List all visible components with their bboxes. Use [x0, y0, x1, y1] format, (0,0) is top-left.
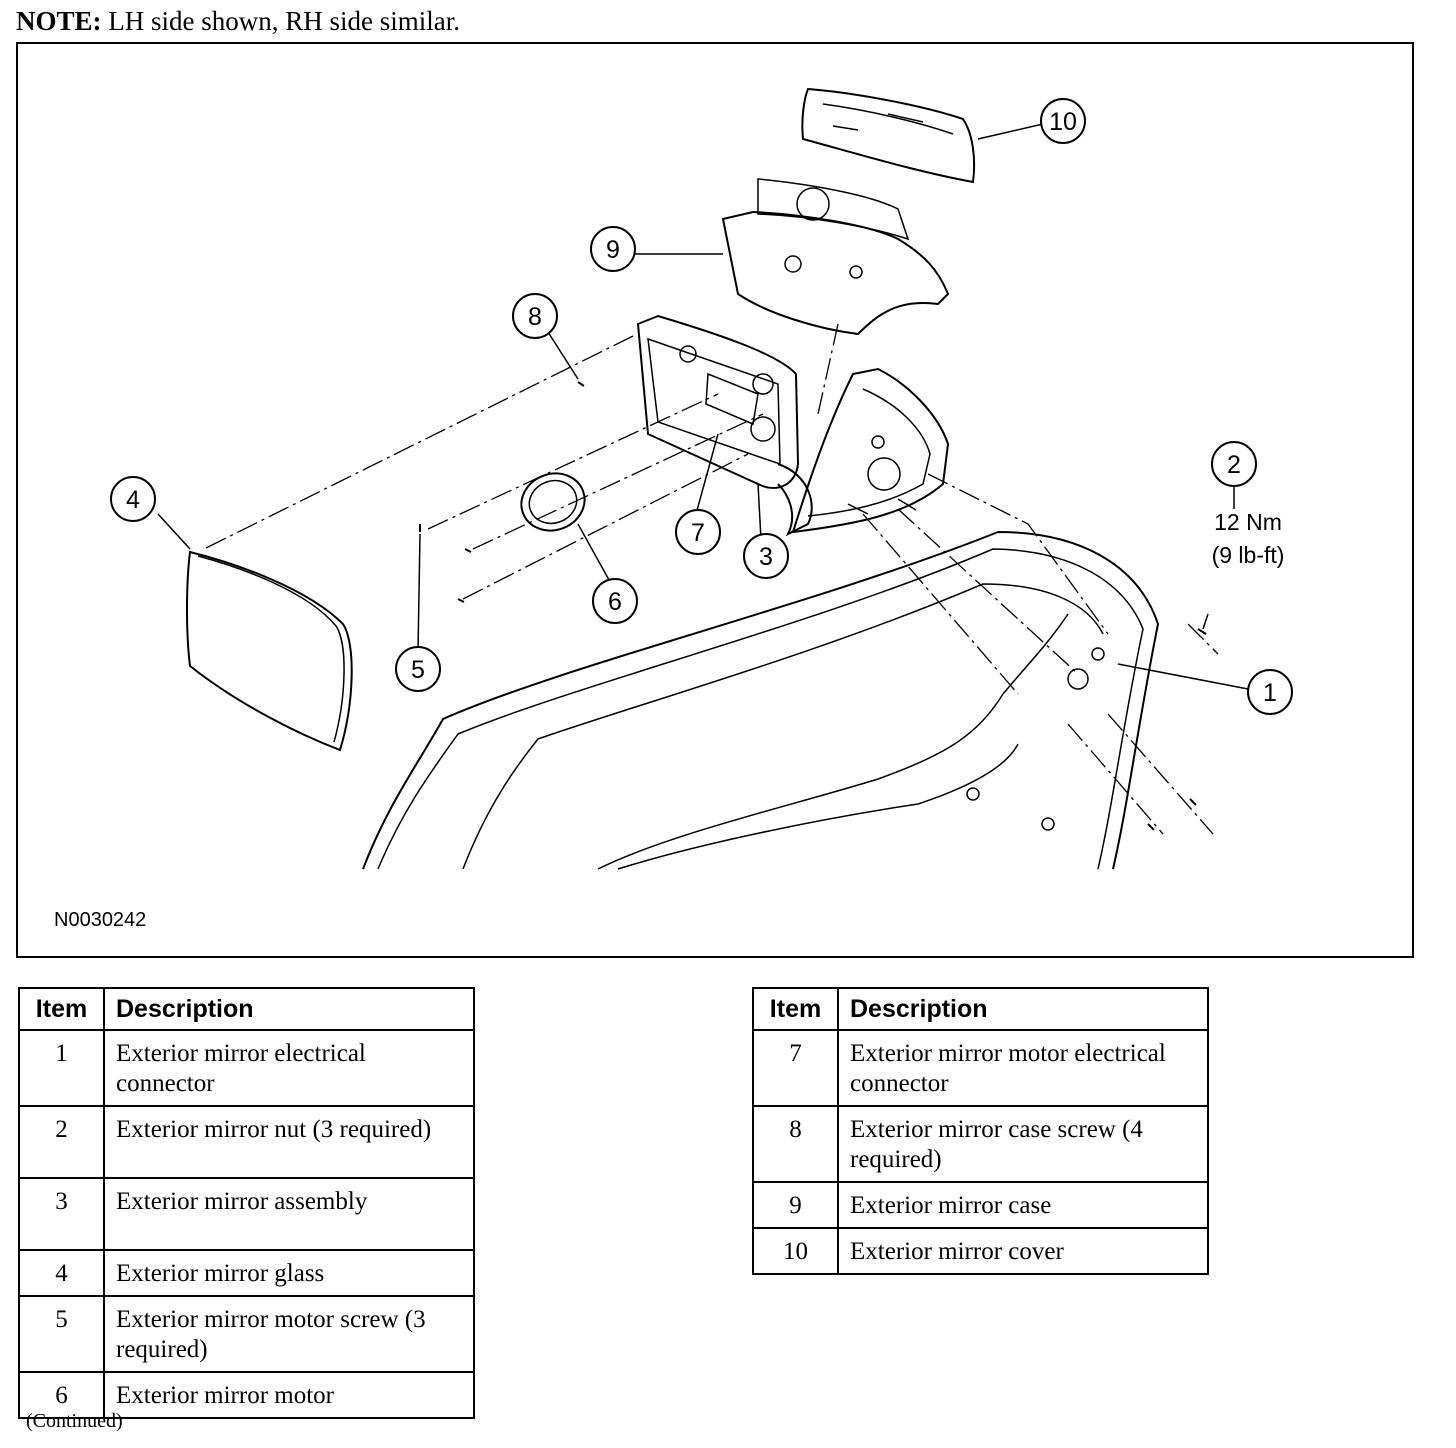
exploded-view-figure: 1 2 3 4 5 6 7 8 9 10 12 Nm (9 lb-ft) N00…	[16, 42, 1414, 958]
item-number: 10	[752, 1227, 839, 1275]
item-number: 2	[18, 1105, 105, 1179]
callout-9-label: 9	[606, 236, 620, 264]
item-number: 9	[752, 1181, 839, 1229]
callout-5-label: 5	[411, 656, 425, 684]
mirror-case-drawing	[721, 210, 950, 336]
page-note: NOTE: LH side shown, RH side similar.	[16, 6, 460, 37]
table-row: 10 Exterior mirror cover	[752, 1227, 1209, 1275]
continued-note: (Continued)	[26, 1410, 123, 1432]
item-description: Exterior mirror case screw (4 required)	[837, 1105, 1209, 1183]
item-number: 4	[18, 1249, 105, 1297]
callout-8: 8	[512, 293, 558, 339]
torque-alt-value: (9 lb-ft)	[1211, 542, 1285, 568]
exploded-view-drawing: 1 2 3 4 5 6 7 8 9 10	[110, 87, 1293, 870]
description-column-header: Description	[837, 987, 1209, 1031]
parts-table-right: Item Description 7 Exterior mirror motor…	[752, 987, 1209, 1275]
item-description: Exterior mirror motor	[103, 1371, 475, 1419]
callout-9: 9	[590, 226, 636, 272]
callout-8-label: 8	[528, 303, 542, 331]
table-row: 3 Exterior mirror assembly	[18, 1177, 475, 1251]
table-row: 4 Exterior mirror glass	[18, 1249, 475, 1297]
table-header-row: Item Description	[752, 987, 1209, 1031]
item-description: Exterior mirror motor electrical connect…	[837, 1029, 1209, 1107]
item-description: Exterior mirror glass	[103, 1249, 475, 1297]
callout-3-label: 3	[759, 543, 773, 571]
item-number: 3	[18, 1177, 105, 1251]
item-description: Exterior mirror cover	[837, 1227, 1209, 1275]
table-row: 9 Exterior mirror case	[752, 1181, 1209, 1229]
figure-id: N0030242	[54, 909, 147, 931]
torque-spec: 12 Nm (9 lb-ft)	[1188, 506, 1308, 572]
callout-1-label: 1	[1263, 679, 1277, 707]
item-column-header: Item	[18, 987, 105, 1031]
table-row: 7 Exterior mirror motor electrical conne…	[752, 1029, 1209, 1107]
mirror-glass-drawing	[186, 550, 353, 752]
item-description: Exterior mirror assembly	[103, 1177, 475, 1251]
mirror-motor-drawing	[520, 472, 586, 532]
item-column-header: Item	[752, 987, 839, 1031]
mirror-assembly-drawing	[636, 314, 800, 489]
callout-1: 1	[1247, 669, 1293, 715]
item-number: 1	[18, 1029, 105, 1107]
table-row: 6 Exterior mirror motor	[18, 1371, 475, 1419]
item-number: 7	[752, 1029, 839, 1107]
mirror-cover-drawing	[801, 87, 976, 184]
item-description: Exterior mirror nut (3 required)	[103, 1105, 475, 1179]
callout-6-label: 6	[608, 588, 622, 616]
torque-value: 12 Nm	[1214, 509, 1282, 535]
item-number: 8	[752, 1105, 839, 1183]
callout-7-label: 7	[691, 519, 705, 547]
item-number: 5	[18, 1295, 105, 1373]
item-description: Exterior mirror motor screw (3 required)	[103, 1295, 475, 1373]
callout-10-label: 10	[1049, 108, 1077, 136]
parts-table-left: Item Description 1 Exterior mirror elect…	[18, 987, 475, 1419]
callout-2: 2	[1211, 441, 1257, 487]
callout-6: 6	[592, 578, 638, 624]
callout-2-label: 2	[1227, 451, 1241, 479]
callout-4: 4	[110, 476, 156, 522]
callout-4-label: 4	[126, 486, 140, 514]
callout-10: 10	[1040, 98, 1086, 144]
note-label: NOTE:	[16, 6, 102, 36]
callout-5: 5	[395, 646, 441, 692]
callout-7: 7	[675, 509, 721, 555]
item-description: Exterior mirror case	[837, 1181, 1209, 1229]
table-row: 2 Exterior mirror nut (3 required)	[18, 1105, 475, 1179]
door-frame-drawing	[362, 530, 1160, 870]
table-header-row: Item Description	[18, 987, 475, 1031]
item-description: Exterior mirror electrical connector	[103, 1029, 475, 1107]
item-number: 6	[18, 1371, 105, 1419]
table-row: 8 Exterior mirror case screw (4 required…	[752, 1105, 1209, 1183]
table-row: 1 Exterior mirror electrical connector	[18, 1029, 475, 1107]
table-row: 5 Exterior mirror motor screw (3 require…	[18, 1295, 475, 1373]
callout-3: 3	[743, 533, 789, 579]
note-text: LH side shown, RH side similar.	[101, 6, 461, 36]
description-column-header: Description	[103, 987, 475, 1031]
